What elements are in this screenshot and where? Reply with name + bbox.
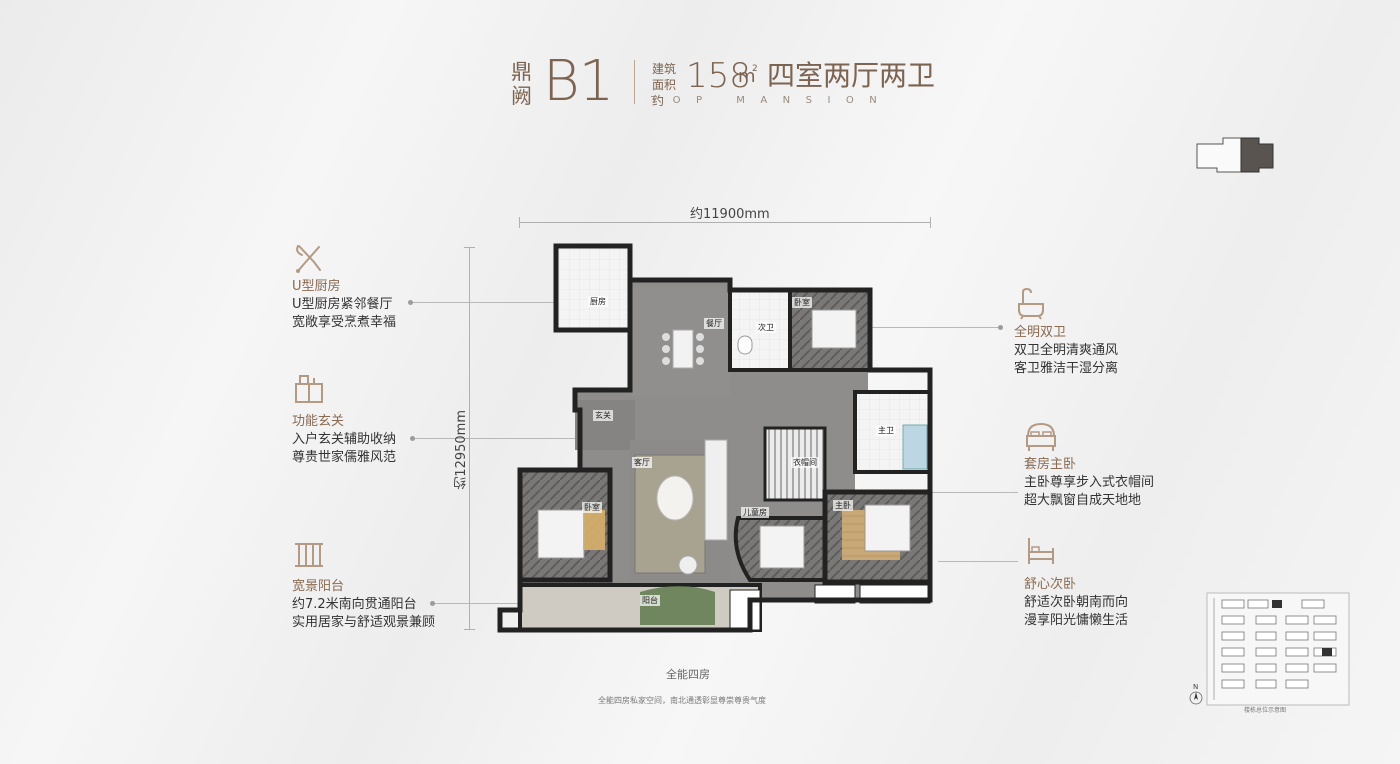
- leader-kitchen: [410, 302, 560, 303]
- area-value: 158: [686, 56, 751, 96]
- room-label-balcony: 阳台: [640, 595, 660, 606]
- room-label-master-bath: 主卫: [876, 425, 896, 436]
- width-dimension-tick-left: [519, 217, 520, 228]
- leader-master-suite: [928, 492, 1018, 493]
- site-plan: [1206, 592, 1350, 706]
- room-label-master-bed: 主卧: [833, 500, 853, 511]
- caption-subtitle: 全能四房私家空间，南北通透彰显尊崇尊贵气度: [598, 696, 766, 705]
- compass-icon: [1189, 691, 1203, 705]
- feature-balcony: [292, 538, 326, 576]
- feature-second-bedroom-line-1: 舒适次卧朝南而向: [1024, 595, 1129, 610]
- width-dimension-tick-right: [930, 217, 931, 228]
- brand-name: 鼎阙: [511, 60, 532, 108]
- bathtub-icon: [1018, 287, 1044, 320]
- leader-balcony: [432, 603, 542, 604]
- feature-bathrooms-title: 全明双卫: [1014, 325, 1067, 340]
- balcony-railing-icon: [295, 543, 323, 567]
- header-separator: [634, 60, 635, 104]
- caption-title: 全能四房: [666, 668, 710, 681]
- depth-dimension-label: 约12950mm: [454, 410, 469, 490]
- feature-master-suite-line-1: 主卧尊享步入式衣帽间: [1024, 475, 1155, 490]
- compass-north-label: N: [1193, 683, 1199, 691]
- room-label-guest-bath: 次卫: [756, 322, 776, 333]
- feature-foyer-line-1: 入户玄关辅助收纳: [292, 432, 397, 447]
- feature-kitchen-title: U型厨房: [292, 279, 341, 294]
- feature-balcony-line-1: 约7.2米南向贯通阳台: [292, 597, 417, 612]
- feature-bathrooms: [1014, 286, 1048, 324]
- width-dimension-label: 约11900mm: [690, 207, 770, 222]
- site-plan-title: 楼栋总位示意图: [1244, 707, 1287, 714]
- width-dimension-line: [519, 222, 930, 223]
- kitchen-utensils-icon: [296, 245, 321, 273]
- feature-bathrooms-line-1: 双卫全明清爽通风: [1014, 343, 1119, 358]
- leader-second-bedroom: [938, 561, 1018, 562]
- room-label-bedroom-ne: 卧室: [792, 297, 812, 308]
- single-bed-icon: [1028, 538, 1054, 564]
- feature-second-bedroom: [1024, 534, 1058, 572]
- feature-balcony-line-2: 实用居家与舒适观景兼顾: [292, 615, 436, 630]
- leader-foyer: [412, 438, 577, 439]
- room-label-kitchen: 厨房: [588, 296, 608, 307]
- depth-dimension-line: [469, 247, 470, 629]
- area-label: 建筑面积约: [652, 62, 677, 108]
- feature-kitchen-line-2: 宽敞享受烹煮幸福: [292, 315, 397, 330]
- room-label-kids-room: 儿童房: [741, 507, 769, 518]
- feature-second-bedroom-title: 舒心次卧: [1024, 577, 1077, 592]
- area-unit-superscript: 2: [752, 64, 758, 74]
- room-label-foyer: 玄关: [593, 410, 613, 421]
- depth-dimension-tick-top: [464, 247, 475, 248]
- feature-bathrooms-line-2: 客卫雅洁干湿分离: [1014, 361, 1119, 376]
- feature-balcony-title: 宽景阳台: [292, 579, 345, 594]
- floor-plan: [497, 243, 933, 633]
- leader-bathrooms-dot: [998, 325, 1003, 330]
- leader-foyer-dot: [410, 436, 415, 441]
- area-unit: m: [738, 66, 756, 87]
- building-position-key: [1196, 137, 1274, 173]
- room-label-bedroom-w: 卧室: [582, 502, 602, 513]
- plan-kitchen: [553, 243, 633, 333]
- header-subtitle: TOP MANSION: [651, 95, 893, 106]
- master-bed-icon: [1026, 422, 1056, 451]
- leader-balcony-dot: [430, 601, 435, 606]
- plan-foyer: [575, 400, 635, 450]
- room-label-closet: 衣帽间: [791, 457, 819, 468]
- cabinet-icon: [295, 375, 323, 403]
- feature-master-suite: [1024, 420, 1058, 458]
- feature-master-suite-title: 套房主卧: [1024, 457, 1077, 472]
- model-code: B1: [543, 49, 614, 114]
- feature-foyer-title: 功能玄关: [292, 414, 345, 429]
- leader-bathrooms: [868, 327, 1000, 328]
- room-label-living: 客厅: [632, 457, 652, 468]
- feature-master-suite-line-2: 超大飘窗自成天地地: [1024, 493, 1142, 508]
- room-type: 四室两厅两卫: [767, 59, 936, 92]
- feature-foyer-line-2: 尊贵世家儒雅风范: [292, 450, 397, 465]
- feature-kitchen: [292, 242, 326, 280]
- feature-second-bedroom-line-2: 漫享阳光慵懒生活: [1024, 613, 1129, 628]
- feature-kitchen-line-1: U型厨房紧邻餐厅: [292, 297, 393, 312]
- room-label-dining: 餐厅: [704, 318, 724, 329]
- feature-foyer: [292, 372, 326, 410]
- depth-dimension-tick-bottom: [464, 629, 475, 630]
- leader-kitchen-dot: [408, 300, 413, 305]
